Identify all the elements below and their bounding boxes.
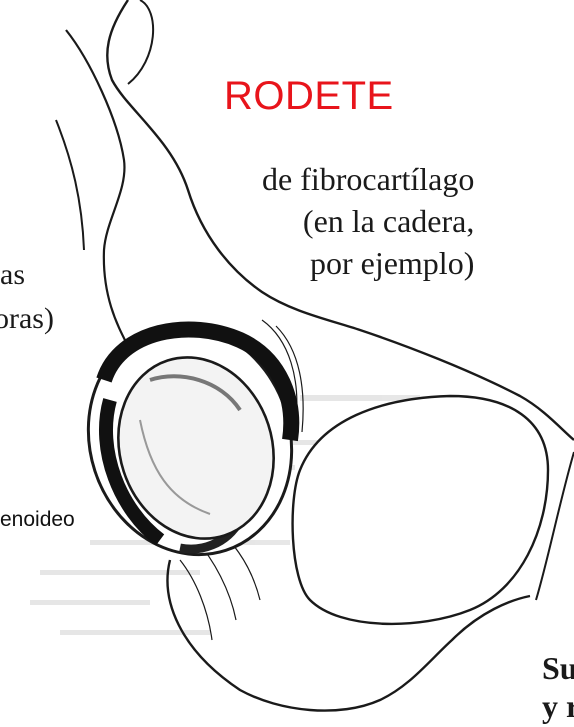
title-rodete: RODETE xyxy=(224,74,394,119)
left-fragment-low: enoideo xyxy=(0,508,75,532)
bone-upper-edge xyxy=(128,0,153,84)
left-fragment-top: as xyxy=(0,258,25,292)
caption-fibrocartilage: de fibrocartílago (en la cadera, por eje… xyxy=(262,158,474,284)
bone-inner-line xyxy=(66,30,130,350)
caption-line-2: (en la cadera, xyxy=(262,200,474,242)
caption-line-3: por ejemplo) xyxy=(262,242,474,284)
bottom-right-fragment-1: Su xyxy=(542,650,574,687)
bone-left-line xyxy=(56,120,84,250)
left-fragment-mid: oras) xyxy=(0,302,54,336)
caption-line-1: de fibrocartílago xyxy=(262,158,474,200)
obturator-foramen xyxy=(293,396,548,624)
bottom-right-fragment-2: y r xyxy=(542,688,574,725)
